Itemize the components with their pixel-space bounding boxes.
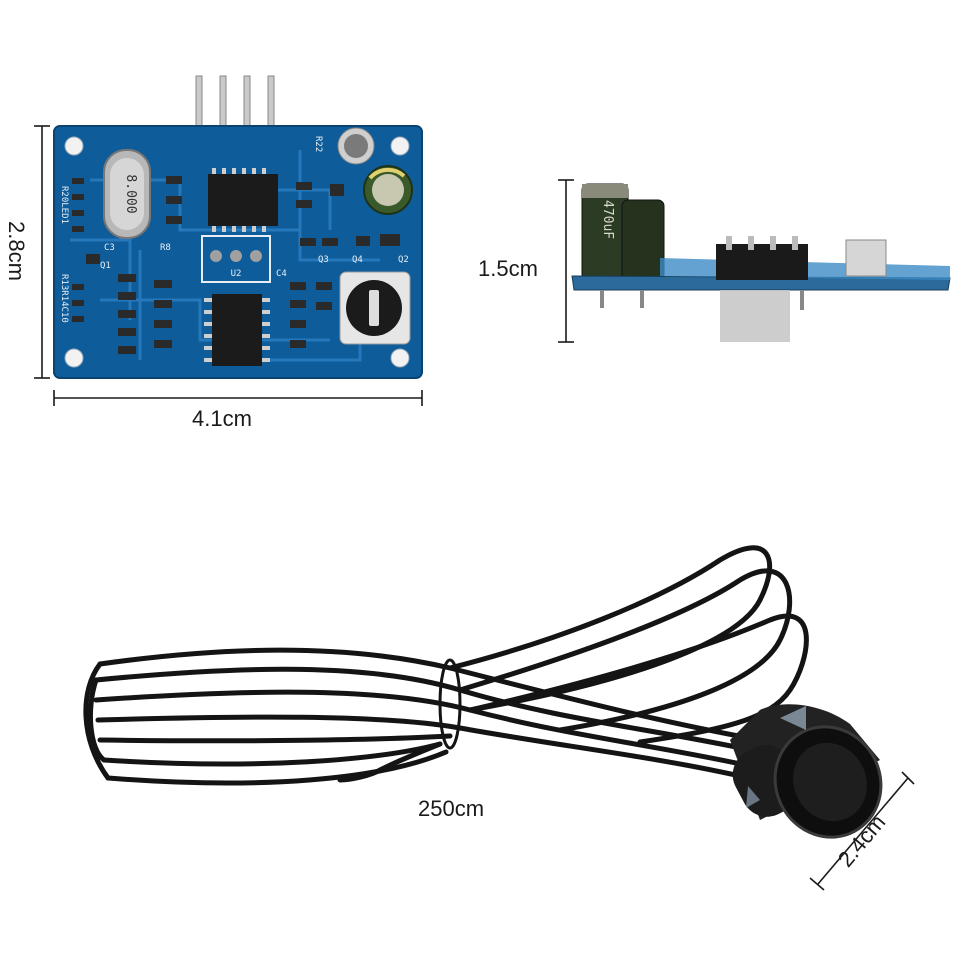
transducer-coil: [339, 271, 411, 345]
silk-r13-r14-c10: R13R14C10: [59, 274, 69, 323]
board-thickness-label: 1.5cm: [478, 256, 538, 281]
silkscreen: R20LED1 R13R14C10 R22 Q1 Q2 Q3 Q4 R8 C3 …: [59, 136, 409, 323]
ic-chip-bottom: [204, 294, 270, 366]
crystal-marking: 8.000: [123, 174, 138, 213]
board-width-label: 4.1cm: [192, 406, 252, 431]
cable-length-label: 250cm: [418, 796, 485, 821]
mount-hole: [64, 136, 84, 156]
mount-hole: [390, 136, 410, 156]
sensor-cable: [83, 545, 809, 786]
mount-hole: [64, 348, 84, 368]
silk-q4: Q4: [352, 255, 363, 265]
silk-q3: Q3: [318, 255, 329, 265]
ic-chip-top: [208, 168, 278, 232]
ultrasonic-probe: [730, 704, 883, 839]
silk-r20-led1: R20LED1: [59, 186, 69, 224]
pcb-board-top-view: 8.000 U2: [53, 75, 423, 379]
thickness-dimension-line: [558, 179, 574, 343]
cable-tie: [438, 658, 462, 750]
crystal-oscillator: 8.000: [103, 149, 151, 239]
smd-components: [72, 176, 400, 354]
silk-r22: R22: [313, 136, 323, 152]
board-height-label: 2.8cm: [4, 221, 29, 281]
capacitor-470uf: [363, 165, 413, 215]
silk-q1: Q1: [100, 261, 111, 271]
sensor-dimension-line: [809, 771, 915, 891]
capacitor-small: [337, 127, 375, 165]
silk-c3: C3: [104, 243, 115, 253]
silk-r8: R8: [160, 243, 171, 253]
board-dimension-lines: [34, 125, 423, 406]
silk-q2: Q2: [398, 255, 409, 265]
silk-u2: U2: [231, 269, 242, 279]
voltage-regulator-u2: U2: [201, 235, 271, 283]
silk-c4: C4: [276, 269, 287, 279]
mount-hole: [390, 348, 410, 368]
pcb-board-side-view: 470uF: [571, 183, 951, 342]
side-cap-marking: 470uF: [600, 200, 615, 239]
